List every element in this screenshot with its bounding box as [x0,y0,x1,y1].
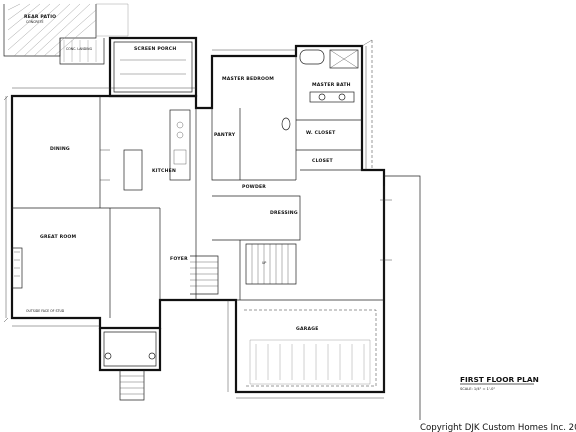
label-garage: GARAGE [296,326,319,332]
garage-area [244,186,385,392]
drawing-scale: SCALE: 1/4" = 1'-0" [460,387,495,391]
room-labels: REAR PATIO CONCRETE CONC. LANDING SCREEN… [24,14,351,332]
label-powder: POWDER [242,184,266,190]
master-bath-fixtures [281,49,359,131]
label-master-bath: MASTER BATH [312,82,351,88]
label-great-room: GREAT ROOM [40,234,77,240]
dimension-lines [3,46,392,399]
copyright-notice: Copyright DJK Custom Homes Inc. 2018 [420,423,576,432]
label-w-closet: W. CLOSET [306,130,336,136]
label-dining: DINING [50,146,70,152]
label-conc-landing: CONC. LANDING [66,47,93,51]
label-screen-porch: SCREEN PORCH [134,46,176,52]
great-room-fixtures [11,247,23,289]
label-dressing: DRESSING [270,210,298,216]
label-closet: CLOSET [312,158,333,164]
label-rear-patio-sub: CONCRETE [26,20,44,24]
title-block: FIRST FLOOR PLAN SCALE: 1/4" = 1'-0" Cop… [420,375,576,432]
main-stair [190,243,297,295]
label-master-bedroom: MASTER BEDROOM [222,76,274,82]
label-kitchen: KITCHEN [152,168,176,174]
rear-patio-area [3,3,129,65]
label-foyer: FOYER [170,256,188,262]
drawing-title: FIRST FLOOR PLAN [460,375,539,384]
front-porch [98,328,162,401]
kitchen-fixtures [123,109,191,191]
label-pantry: PANTRY [214,132,236,138]
note-stair-up: UP [262,261,266,265]
note-outside-face: OUTSIDE FACE OF STUD [26,309,65,313]
right-exterior [361,39,421,420]
label-rear-patio: REAR PATIO [24,14,56,20]
